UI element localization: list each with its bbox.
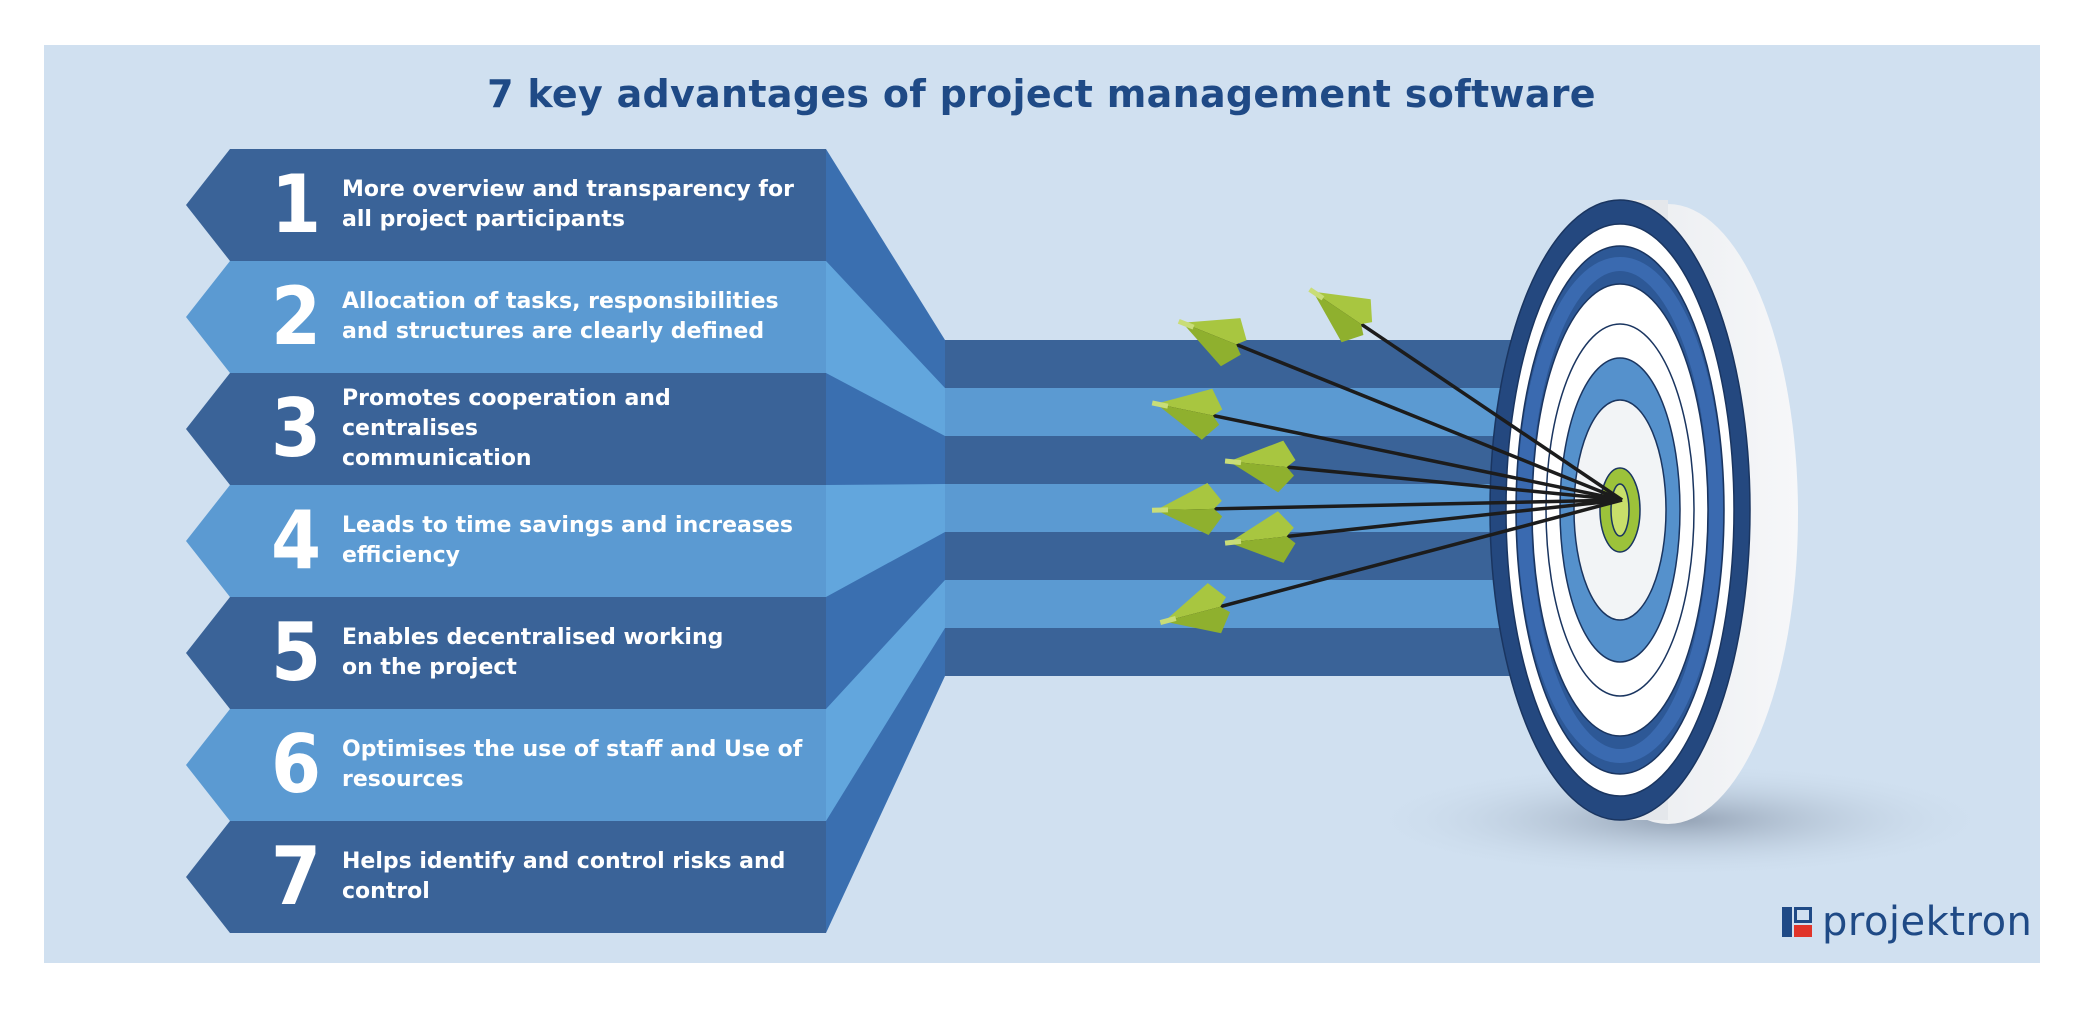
label-band [186, 373, 826, 485]
arrow-icon [1151, 483, 1623, 535]
label-band [186, 709, 826, 821]
list-item: 5 Enables decentralised working on the pr… [186, 597, 826, 709]
arrow-shaft [1234, 460, 1623, 502]
list-item: 7 Helps identify and control risks and co… [186, 821, 826, 933]
arrow-shaft [1234, 498, 1623, 544]
arrow-fletch [1313, 291, 1364, 343]
arrow-icon [1308, 287, 1623, 502]
funnel-stripe [826, 580, 945, 821]
label-band [186, 597, 826, 709]
item-number: 4 [270, 494, 322, 587]
brand-logo: projektron [1782, 897, 2032, 947]
item-number: 1 [270, 158, 322, 251]
arrow-fletch [1229, 536, 1296, 563]
target-icon [1489, 199, 1798, 824]
item-text: Promotes cooperation and centralises com… [342, 386, 671, 471]
arrow-nock [1224, 538, 1242, 546]
item-text: Allocation of tasks, responsibilities an… [342, 289, 779, 344]
page-title: 7 key advantages of project management s… [487, 72, 1596, 116]
list-item: 4 Leads to time savings and increases eff… [186, 485, 826, 597]
item-text: Enables decentralised working on the pro… [342, 625, 724, 680]
flow-band [945, 580, 1600, 628]
arrow-icon [1151, 388, 1623, 502]
arrow-fletch [1164, 606, 1230, 634]
arrow-nock [1151, 400, 1169, 409]
item-number: 3 [270, 382, 322, 475]
item-text-box: Enables decentralised working on the pro… [342, 597, 812, 709]
label-band [186, 821, 826, 933]
arrow-fletch [1156, 403, 1220, 440]
arrow-fletch [1229, 511, 1294, 543]
arrow-fletch [1182, 318, 1247, 345]
arrow-nock [1224, 458, 1242, 466]
item-text-box: Leads to time savings and increases effi… [342, 485, 812, 597]
arrows-group [1151, 287, 1623, 634]
item-number: 7 [270, 830, 322, 923]
arrow-fletch [1313, 291, 1373, 325]
label-bands [186, 149, 826, 933]
arrow-icon [1224, 440, 1623, 502]
item-text: Leads to time savings and increases effi… [342, 513, 794, 568]
projektron-logo-icon [1782, 907, 1812, 937]
arrow-icon [1177, 318, 1623, 502]
label-band [186, 261, 826, 373]
item-text: More overview and transparency for all p… [342, 177, 794, 232]
item-text-box: More overview and transparency for all p… [342, 149, 812, 261]
item-number: 2 [270, 270, 322, 363]
arrow-nock [1159, 616, 1177, 625]
arrow-nock [1308, 287, 1325, 301]
arrow-shaft [1161, 403, 1623, 502]
arrow-fletch [1156, 483, 1222, 511]
arrow-shaft [1317, 293, 1623, 502]
item-text-box: Allocation of tasks, responsibilities an… [342, 261, 812, 373]
arrow-fletch [1156, 508, 1223, 535]
item-text: Helps identify and control risks and con… [342, 849, 786, 904]
flow-band [945, 628, 1600, 676]
list-item: 1 More overview and transparency for all … [186, 149, 826, 261]
arrow-fletch [1156, 388, 1223, 416]
funnel-stripe [826, 484, 945, 597]
arrow-fletch [1164, 583, 1226, 622]
arrow-shaft [1187, 323, 1623, 502]
arrow-icon [1159, 498, 1623, 634]
item-text-box: Helps identify and control risks and con… [342, 821, 812, 933]
brand-name: projektron [1822, 899, 2033, 945]
target-ring [1610, 483, 1630, 537]
item-text-box: Promotes cooperation and centralises com… [342, 373, 812, 485]
list-item: 6 Optimises the use of staff and Use of r… [186, 709, 826, 821]
arrow-shaft [1169, 498, 1623, 622]
label-band [186, 485, 826, 597]
item-text: Optimises the use of staff and Use of re… [342, 737, 803, 792]
item-text-box: Optimises the use of staff and Use of re… [342, 709, 812, 821]
item-number: 6 [270, 718, 322, 811]
list-item: 2 Allocation of tasks, responsibilities a… [186, 261, 826, 373]
arrow-nock [1177, 318, 1195, 330]
funnel-stripe [826, 261, 945, 436]
arrow-fletch [1229, 461, 1294, 493]
item-number: 5 [270, 606, 322, 699]
arrow-icon [1224, 498, 1623, 563]
arrow-fletch [1229, 440, 1296, 468]
label-band [186, 149, 826, 261]
flow-band [945, 340, 1600, 388]
arrow-shaft [1161, 498, 1623, 512]
arrow-fletch [1182, 322, 1241, 367]
